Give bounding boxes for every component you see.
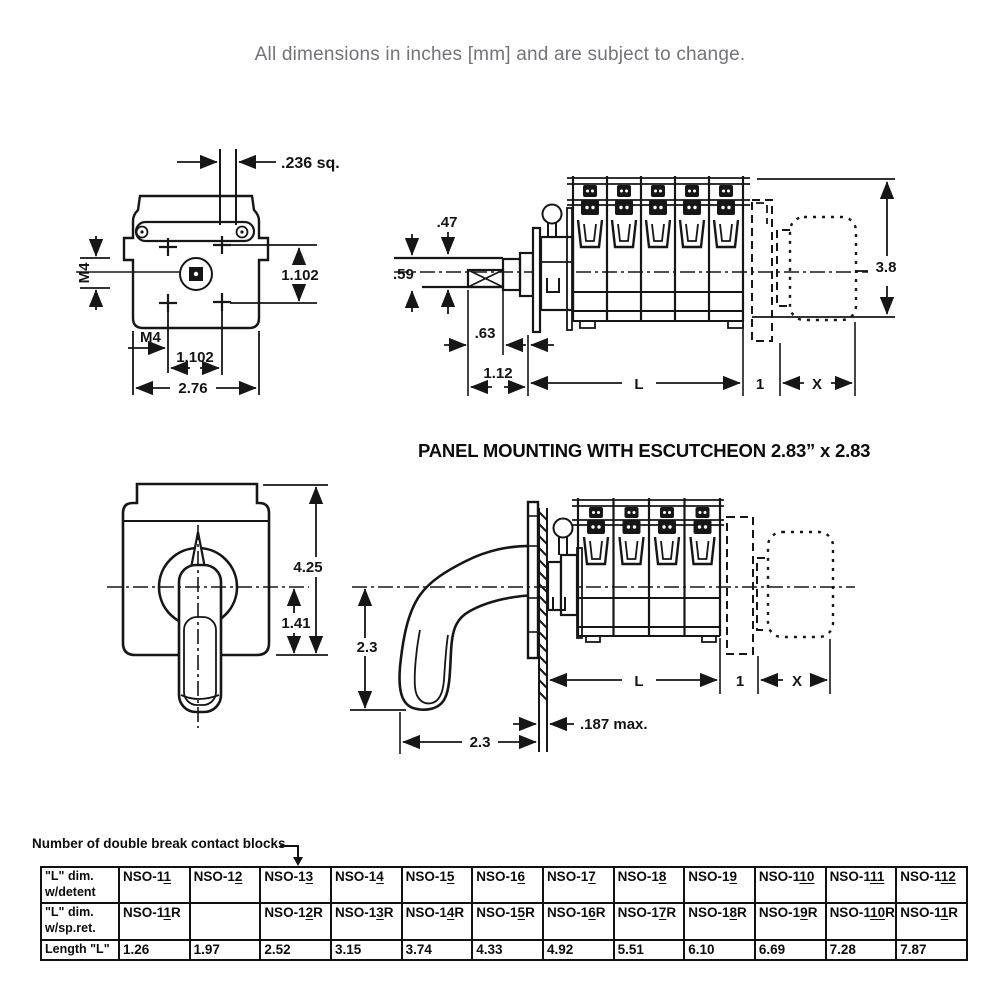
dim-shaft-square: .236 sq. <box>281 155 340 172</box>
side-view-drawing: 3.8 .47 .59 .63 1.12 L 1 X <box>393 176 904 396</box>
model-cell: NSO-110R <box>824 902 898 941</box>
lever-handle <box>398 544 540 711</box>
model-cell: NSO-16 <box>471 866 544 904</box>
side-view-figure: 3.8 .47 .59 .63 1.12 L 1 X <box>392 140 950 410</box>
dim-center-bottom: 1.41 <box>281 615 310 632</box>
dim-panel-thickness: .187 max. <box>580 716 648 733</box>
length-cell: 5.51 <box>612 939 686 961</box>
model-cell: NSO-14R <box>400 902 474 941</box>
row-label-cell: "L" dim. w/sp.ret. <box>40 902 120 941</box>
dim-extension: X <box>792 673 802 690</box>
length-cell: 1.26 <box>118 939 191 961</box>
model-cell <box>188 902 262 941</box>
escutcheon-front-drawing: 4.25 1.41 <box>107 482 328 728</box>
model-cell: NSO-12 <box>188 866 262 904</box>
dim-overall-width: 2.76 <box>178 380 207 397</box>
model-cell: NSO-11R <box>118 902 191 941</box>
model-cell: NSO-17R <box>612 902 686 941</box>
model-cell: NSO-14 <box>329 866 403 904</box>
model-cell: NSO-111 <box>824 866 898 904</box>
model-cell: NSO-19R <box>753 902 827 941</box>
dim-body-length: L <box>634 673 643 690</box>
dim-overall-height: 3.8 <box>876 259 897 276</box>
contact-blocks <box>582 507 716 566</box>
row-label-cell: "L" dim. w/detent <box>40 866 120 904</box>
table-caption: Number of double break contact blocks <box>32 836 286 851</box>
length-cell: 2.52 <box>259 939 332 961</box>
escutcheon-side-drawing: 2.3 2.3 .187 max. L 1 X <box>350 498 855 754</box>
model-cell: NSO-15 <box>400 866 474 904</box>
row-label-cell: Length "L" <box>40 939 120 961</box>
model-cell: NSO-13 <box>259 866 332 904</box>
model-cell: NSO-18R <box>683 902 756 941</box>
escutcheon-front-figure: 4.25 1.41 <box>95 475 385 765</box>
length-cell: 4.92 <box>541 939 615 961</box>
model-cell: NSO-19 <box>683 866 756 904</box>
dim-esc-height: 4.25 <box>293 559 322 576</box>
length-cell: 1.97 <box>188 939 262 961</box>
model-cell: NSO-110 <box>753 866 827 904</box>
contact-blocks <box>576 185 740 249</box>
model-cell: NSO-17 <box>541 866 615 904</box>
mounting-hole-marks <box>159 236 231 312</box>
dim-hole-vertical: 1.102 <box>281 267 319 284</box>
model-cell: NSO-12R <box>259 902 332 941</box>
caption-arrow <box>280 845 303 866</box>
dim-shaft-length: 1.12 <box>483 365 512 382</box>
dim-lever-vertical: 2.3 <box>357 639 378 656</box>
length-cell: 4.33 <box>471 939 544 961</box>
dim-lever-horizontal: 2.3 <box>470 734 491 751</box>
panel-mounting-heading: PANEL MOUNTING WITH ESCUTCHEON 2.83” x 2… <box>418 440 871 461</box>
escutcheon-side-figure: 2.3 2.3 .187 max. L 1 X <box>350 470 870 770</box>
panel-hatching <box>538 511 548 701</box>
dim-hole-horizontal: 1.102 <box>176 349 214 366</box>
length-cell: 3.74 <box>400 939 474 961</box>
model-cell: NSO-11R <box>895 902 968 941</box>
dim-flat-length: .63 <box>475 325 496 342</box>
length-cell: 3.15 <box>329 939 403 961</box>
dim-m4-side: M4 <box>76 262 93 283</box>
length-cell: 7.28 <box>824 939 898 961</box>
dim-one: 1 <box>756 376 764 393</box>
model-cell: NSO-11 <box>118 866 191 904</box>
dim-extension: X <box>812 376 822 393</box>
front-view-drawing: .236 sq. 1.102 M4 M4 1.102 2.76 <box>76 149 340 397</box>
model-cell: NSO-18 <box>612 866 686 904</box>
dimensions-note: All dimensions in inches [mm] and are su… <box>254 44 746 65</box>
dim-shaft-dia2: .59 <box>393 266 414 283</box>
dim-body-length: L <box>634 376 643 393</box>
dim-shaft-dia: .47 <box>437 214 458 231</box>
dim-m4-bottom: M4 <box>140 329 161 346</box>
model-cell: NSO-16R <box>541 902 615 941</box>
length-cell: 6.69 <box>753 939 827 961</box>
dim-one: 1 <box>736 673 744 690</box>
front-view-figure: .236 sq. 1.102 M4 M4 1.102 2.76 <box>70 135 380 405</box>
model-cell: NSO-15R <box>471 902 544 941</box>
length-cell: 6.10 <box>683 939 756 961</box>
model-cell: NSO-13R <box>329 902 403 941</box>
length-cell: 7.87 <box>895 939 968 961</box>
model-cell: NSO-112 <box>895 866 968 904</box>
